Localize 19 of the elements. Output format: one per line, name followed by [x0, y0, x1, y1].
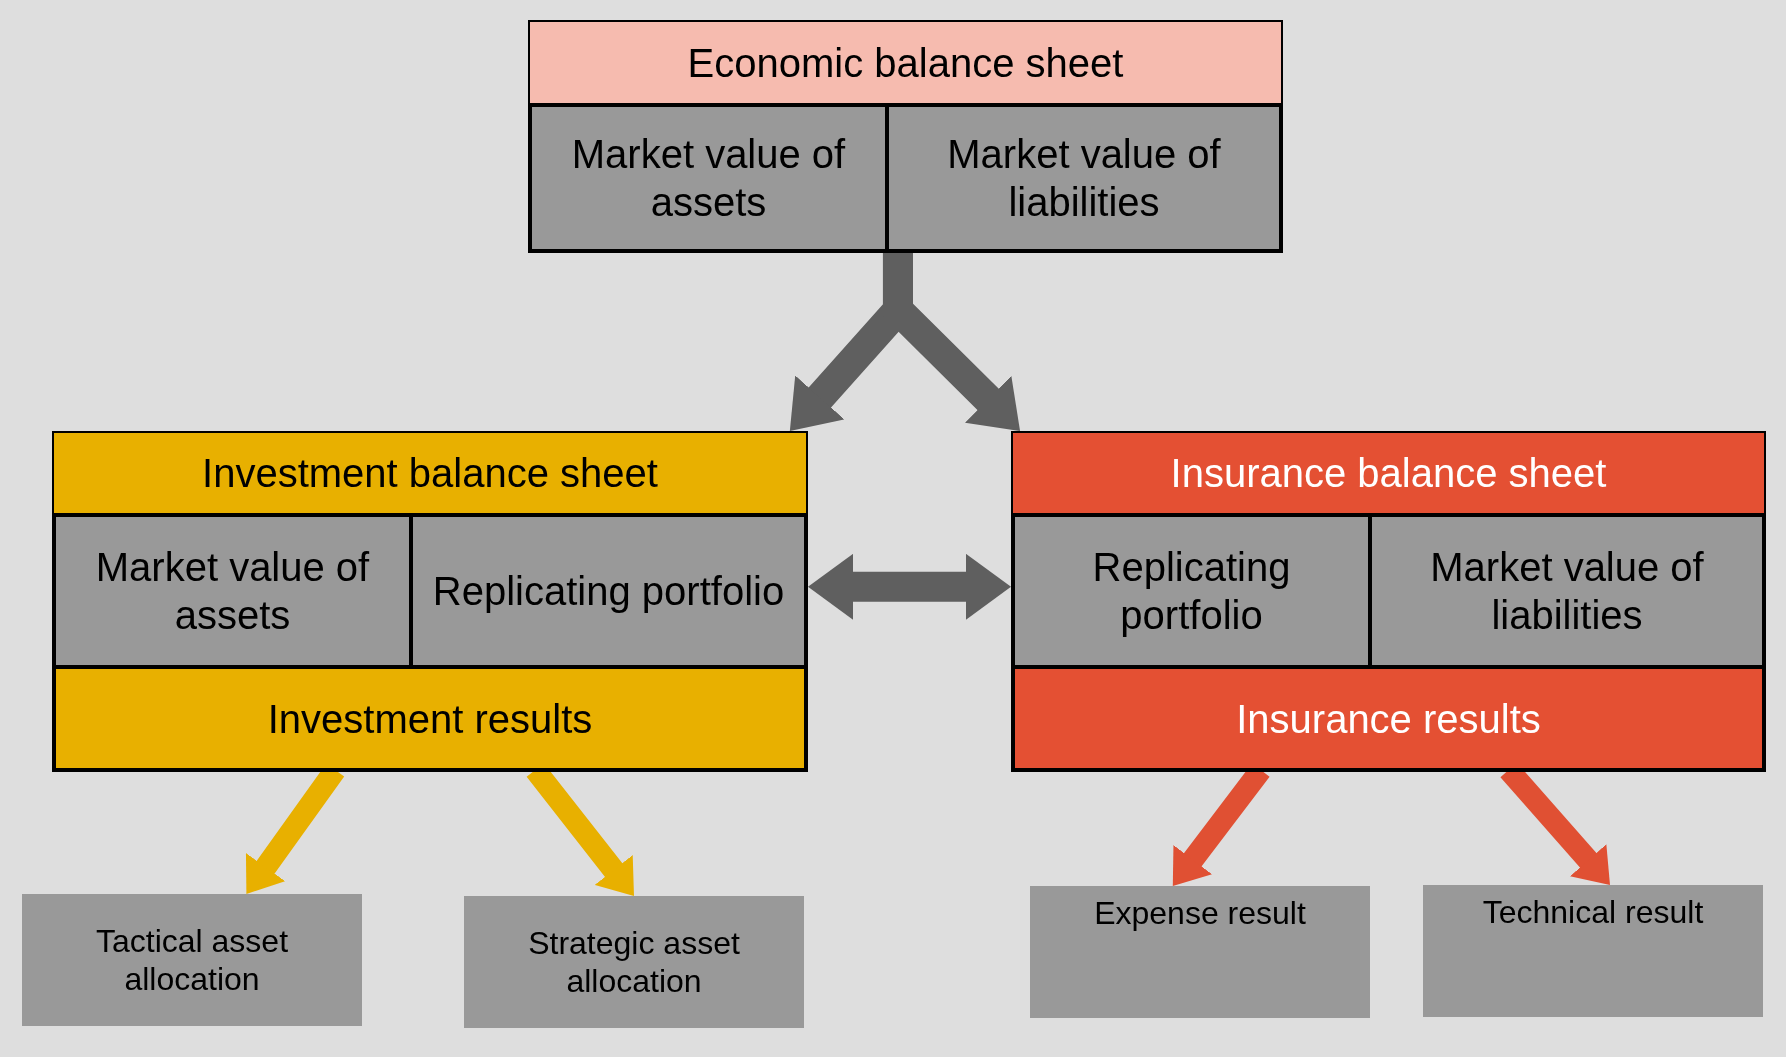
result-box: Expense result: [1030, 886, 1370, 1018]
balance-sheet-panel: [1011, 431, 1766, 772]
double-arrow: [808, 553, 1011, 620]
sheet-title: Economic balance sheet: [687, 39, 1124, 87]
balance-sheet-panel: [52, 431, 808, 772]
balance-sheet-column: Replicating portfolio: [1013, 515, 1370, 667]
result-box: Tactical asset allocation: [22, 894, 362, 1026]
result-box: Strategic asset allocation: [464, 896, 804, 1028]
results-band: Investment results: [54, 667, 806, 770]
balance-sheet-panel: [528, 20, 1283, 253]
results-band: Insurance results: [1013, 667, 1764, 770]
balance-sheet-column: Replicating portfolio: [411, 515, 806, 667]
balance-sheet-column: Market value of assets: [530, 105, 887, 251]
balance-sheet-column: Market value of assets: [54, 515, 411, 667]
sheet-title: Insurance balance sheet: [1170, 450, 1607, 497]
result-box: Technical result: [1423, 885, 1763, 1017]
sheet-title: Investment balance sheet: [202, 450, 658, 497]
balance-sheet-column: Market value of liabilities: [887, 105, 1281, 251]
balance-sheet-column: Market value of liabilities: [1370, 515, 1764, 667]
